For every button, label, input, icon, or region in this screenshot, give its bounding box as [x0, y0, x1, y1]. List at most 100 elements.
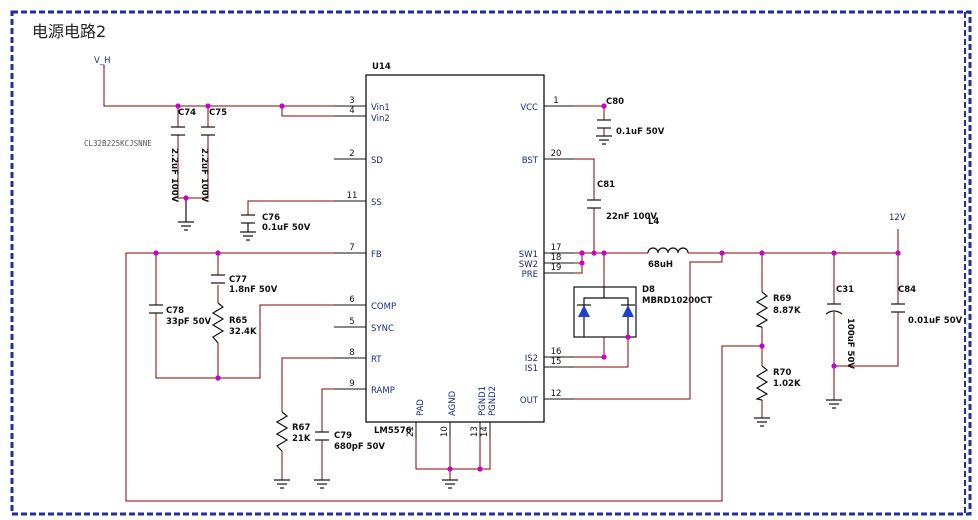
- pin-name-pgnd2: PGND2: [488, 386, 498, 416]
- pin-name-comp: COMP: [371, 302, 396, 312]
- pin-num-18: 18: [551, 253, 562, 263]
- c79-ref: C79: [334, 431, 352, 441]
- r70-value: 1.02K: [773, 379, 801, 389]
- ic-ref: U14: [372, 62, 391, 72]
- pin-num-9: 9: [349, 379, 354, 389]
- l4-value: 68uH: [648, 260, 673, 270]
- pin-name-sd: SD: [371, 156, 383, 166]
- pin-name-pad: PAD: [416, 399, 426, 416]
- ground-symbol-c79: [314, 479, 330, 489]
- net-label-output: 12V: [889, 213, 906, 223]
- c76-value: 0.1uF 50V: [262, 223, 311, 233]
- pin-num-20: 20: [551, 149, 562, 159]
- ic-right-pin-lines: [544, 105, 574, 400]
- diode-d8: [573, 286, 637, 338]
- pin-num-2: 2: [349, 149, 354, 159]
- capacitor-c81: [587, 199, 601, 209]
- pin-num-10: 10: [440, 426, 450, 437]
- pin-name-sw2: SW2: [519, 260, 538, 270]
- pin-name-is1: IS1: [525, 364, 538, 374]
- c81-ref: C81: [597, 180, 615, 190]
- r65-ref: R65: [229, 316, 247, 326]
- pin-name-ss: SS: [371, 198, 382, 208]
- r67-value: 21K: [292, 434, 311, 444]
- pin-num-12: 12: [551, 389, 562, 399]
- capacitor-c31: [825, 303, 843, 315]
- pin-name-sw1: SW1: [519, 250, 538, 260]
- c80-ref: C80: [606, 97, 624, 107]
- pin-num-14: 14: [480, 426, 490, 437]
- pin-name-fb: FB: [371, 250, 382, 260]
- r70-ref: R70: [773, 368, 791, 378]
- c75-value: 2.2uF 100V: [199, 148, 209, 203]
- pin-num-11: 11: [347, 191, 358, 201]
- capacitor-c80: [597, 119, 611, 129]
- part-number-note: CL32B225KCJSNNE: [84, 139, 152, 148]
- ground-symbol-c76: [240, 231, 256, 241]
- ic-part: LM5576: [374, 426, 412, 436]
- capacitor-c77: [211, 274, 225, 284]
- ground-symbol-pgnd: [442, 479, 458, 489]
- sheet-border: [10, 10, 972, 516]
- pin-num-19: 19: [551, 263, 562, 273]
- pin-num-4: 4: [349, 106, 354, 116]
- ground-symbol-r70: [754, 417, 770, 427]
- c80-value: 0.1uF 50V: [616, 127, 665, 137]
- resistor-r65: [211, 302, 225, 344]
- d8-ref: D8: [642, 285, 655, 295]
- c74-ref: C74: [178, 108, 196, 118]
- resistor-r67: [275, 411, 289, 452]
- c79-value: 680pF 50V: [334, 442, 385, 452]
- pin-num-15: 15: [551, 357, 562, 367]
- capacitor-c79: [315, 431, 329, 441]
- r69-value: 8.87K: [773, 306, 801, 316]
- pin-num-1: 1: [553, 96, 558, 106]
- c75-ref: C75: [209, 108, 227, 118]
- capacitor-c84: [891, 303, 905, 313]
- ic-left-pin-lines: [334, 105, 366, 390]
- d8-value: MBRD10200CT: [642, 296, 712, 306]
- pin-name-vcc: VCC: [520, 103, 538, 113]
- pin-num-8: 8: [349, 348, 354, 358]
- pin-name-ramp: RAMP: [371, 386, 395, 396]
- pin-name-sync: SYNC: [371, 324, 394, 334]
- pin-num-7: 7: [349, 243, 354, 253]
- c84-value: 0.01uF 50V: [908, 316, 963, 326]
- capacitor-c74: [171, 126, 185, 136]
- resistor-r70: [755, 365, 769, 401]
- pin-name-vin1: Vin1: [371, 103, 390, 113]
- pin-name-pre: PRE: [522, 270, 538, 280]
- resistor-r69: [755, 291, 769, 328]
- pin-name-bst: BST: [522, 156, 539, 166]
- pin-name-is2: IS2: [525, 354, 538, 364]
- ground-symbol-c31: [826, 399, 842, 409]
- r69-ref: R69: [773, 294, 791, 304]
- c84-ref: C84: [898, 285, 916, 295]
- pin-name-pgnd1: PGND1: [478, 386, 488, 416]
- pin-num-13: 13: [470, 426, 480, 437]
- pin-num-5: 5: [349, 317, 354, 327]
- ground-symbol-c74: [178, 198, 194, 231]
- c81-value: 22nF 100V: [606, 212, 657, 222]
- c77-ref: C77: [229, 275, 247, 285]
- c77-value: 1.8nF 50V: [229, 285, 278, 295]
- c74-value: 2.2uF 100V: [169, 148, 179, 203]
- pin-name-out: OUT: [520, 396, 539, 406]
- c76-ref: C76: [262, 213, 280, 223]
- ground-symbol-r67: [274, 479, 290, 489]
- pin-num-21: 21: [406, 426, 416, 437]
- junction-dots: [153, 103, 901, 472]
- net-label-input: V_H: [94, 56, 110, 66]
- ground-symbol-c80: [596, 135, 612, 145]
- c78-ref: C78: [166, 306, 184, 316]
- capacitor-c78: [149, 304, 163, 314]
- inductor-l4: [647, 247, 689, 254]
- wires: [103, 68, 899, 502]
- pin-name-vin2: Vin2: [371, 114, 390, 124]
- pin-num-17: 17: [551, 243, 562, 253]
- ic-body: [365, 74, 545, 423]
- capacitor-c75: [201, 126, 215, 136]
- pin-num-6: 6: [349, 295, 354, 305]
- r67-ref: R67: [292, 423, 310, 433]
- sheet-title: 电源电路2: [32, 22, 106, 41]
